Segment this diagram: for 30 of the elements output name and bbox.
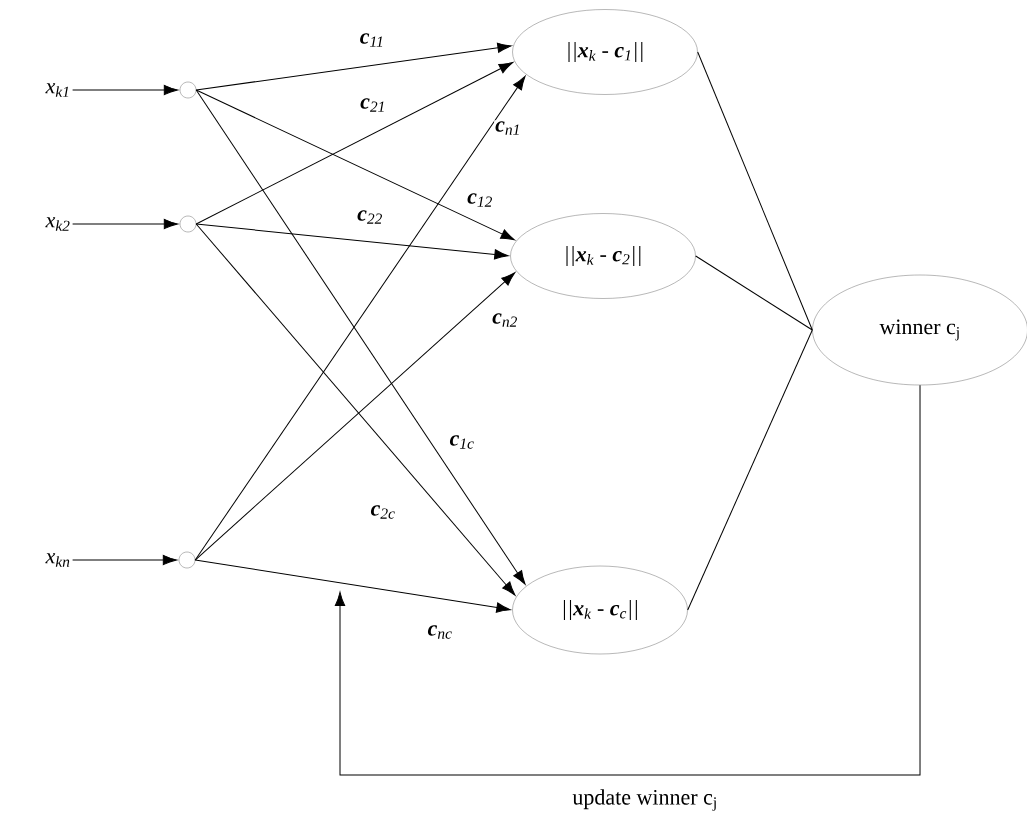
edge-label: c$_{2c}$	[369, 504, 397, 520]
feedback-arrow	[334, 384, 921, 776]
input-label: x$_{kn}$	[45, 553, 70, 567]
arrow	[72, 218, 179, 230]
connector-line	[687, 329, 813, 611]
arrow	[72, 84, 179, 96]
edge-label: c$_{n1}$	[494, 120, 522, 136]
edge-label: update winner c$_{j}$	[571, 788, 719, 812]
arrow	[195, 62, 514, 225]
edge-label: c$_{12}$	[466, 192, 494, 208]
arrow	[195, 223, 516, 596]
edge-label: c$_{22}$	[356, 209, 384, 225]
arrow	[194, 272, 516, 561]
arrow	[195, 223, 509, 260]
edge-label: c$_{nc}$	[426, 624, 454, 640]
input-label: x$_{k2}$	[45, 217, 70, 231]
arrow	[195, 89, 515, 241]
edge-label: c$_{21}$	[359, 97, 387, 113]
input-circle	[179, 81, 197, 99]
arrow	[195, 42, 512, 91]
edge-label: c$_{1c}$	[448, 434, 476, 450]
edge-label: c$_{11}$	[358, 32, 386, 48]
arrow	[194, 559, 511, 613]
input-circle	[178, 551, 196, 569]
input-label: x$_{k1}$	[45, 83, 69, 97]
edge-label: c$_{n2}$	[491, 312, 519, 328]
input-circle	[179, 215, 197, 233]
connector-line	[695, 255, 813, 331]
arrow	[72, 554, 178, 566]
connector-line	[697, 51, 813, 331]
